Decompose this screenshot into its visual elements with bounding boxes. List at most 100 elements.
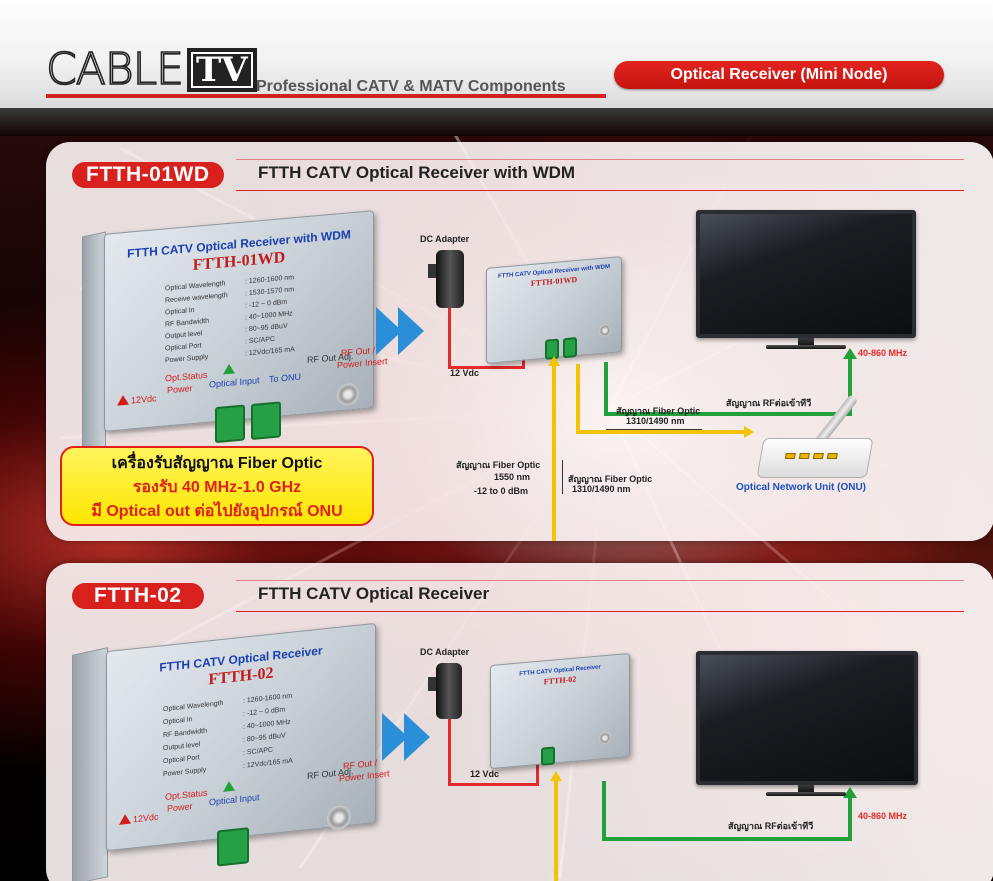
device-ftth-01wd-small: FTTH CATV Optical Receiver with WDM FTTH…: [486, 256, 622, 364]
f-connector-icon: [599, 324, 611, 338]
logo-underline: [46, 94, 606, 98]
vdc-label: 12 Vdc: [450, 368, 480, 378]
power-cable: [536, 763, 539, 786]
panel-rule-top: [236, 580, 964, 581]
rf-cable: [602, 781, 606, 839]
fiber-in-label: สัญญาณ Fiber Optic: [456, 460, 541, 470]
product-panel-ftth-02: FTTH-02 FTTH CATV Optical Receiver FTTH …: [46, 563, 993, 881]
dc-adapter-label: DC Adapter: [420, 647, 470, 657]
f-connector-icon: [337, 382, 359, 407]
rf-cable: [604, 362, 608, 414]
sc-port-input-icon: [215, 404, 245, 444]
rf-cable: [848, 797, 852, 841]
rf-cable: [848, 358, 852, 416]
onu-port-icon: [784, 453, 796, 459]
power-cable: [448, 308, 451, 368]
model-badge: FTTH-02: [72, 583, 204, 609]
logo-cable-text: CABLE: [45, 44, 185, 95]
dc-plug-icon: [428, 677, 436, 691]
fiber-bi-label: สัญญาณ Fiber Optic: [568, 474, 653, 484]
label-12vdc: 12Vdc: [133, 811, 159, 825]
panel-rule: [236, 190, 964, 191]
product-title: FTTH CATV Optical Receiver with WDM: [258, 163, 576, 182]
frequency-label: 40-860 MHz: [858, 811, 908, 821]
logo-tv-text: TV: [186, 48, 257, 92]
chevron-right-icon: [404, 713, 430, 761]
fiber-onu-cable: [576, 430, 746, 434]
dc-plug-icon: [428, 264, 436, 278]
bidirectional-arrow: [606, 429, 702, 430]
label-power: Power: [167, 383, 193, 396]
fiber-out-label: สัญญาณ Fiber Optic: [616, 406, 701, 416]
label-to-onu: To ONU: [269, 371, 302, 385]
cabletv-logo: CABLE TV: [45, 42, 257, 95]
onu-port-icon: [826, 453, 838, 459]
chevron-right-icon: [398, 307, 424, 355]
f-connector-icon: [599, 731, 611, 745]
frequency-label: 40-860 MHz: [858, 348, 908, 358]
arrow-up-icon: [843, 787, 857, 798]
onu-port-icon: [812, 453, 824, 459]
fiber-onu-cable: [576, 364, 580, 434]
optical-input-led-icon: [223, 780, 235, 792]
device-side-panel: [72, 647, 108, 881]
panel-rule: [236, 611, 964, 612]
feature-line-1: เครื่องรับสัญญาณ Fiber Optic: [111, 455, 323, 472]
sc-port-onu-icon: [251, 401, 281, 440]
device-side-panel: [82, 231, 106, 455]
label-rf-out: RF Out /: [341, 345, 376, 359]
onu-label: Optical Network Unit (ONU): [736, 482, 867, 493]
optical-input-led-icon: [223, 363, 235, 375]
tagline: Professional CATV & MATV Components: [256, 78, 566, 95]
tv-stand: [798, 338, 814, 346]
power-led-icon: [117, 394, 129, 406]
sc-port-input-icon: [217, 827, 249, 867]
fiber-input-cable: [552, 364, 556, 541]
dc-adapter-label: DC Adapter: [420, 234, 470, 244]
device-ftth-02: FTTH CATV Optical Receiver FTTH-02 Optic…: [106, 622, 390, 867]
label-12vdc: 12Vdc: [131, 393, 157, 406]
tv-icon: [696, 210, 916, 338]
f-connector-icon: [327, 804, 351, 831]
label-opt-status: Opt.Status: [165, 787, 208, 802]
tv-base: [766, 345, 846, 349]
category-title: Optical Receiver (Mini Node): [614, 61, 944, 89]
vdc-label: 12 Vdc: [470, 769, 500, 779]
arrow-up-icon: [843, 348, 857, 359]
panel-rule-top: [236, 159, 964, 160]
power-cable: [448, 366, 524, 369]
rf-signal-label: สัญญาณ RFต่อเข้าทีวี: [726, 398, 812, 408]
sc-port-icon: [541, 746, 555, 766]
dc-adapter-icon: [436, 663, 462, 719]
feature-line-3: มี Optical out ต่อไปยังอุปกรณ์ ONU: [91, 503, 343, 520]
arrow-up-icon: [550, 771, 562, 781]
fiber-bi-nm: 1310/1490 nm: [572, 484, 631, 494]
chevron-right-icon: [376, 307, 402, 355]
onu-port-icon: [798, 453, 810, 459]
device-ftth-02-small: FTTH CATV Optical Receiver FTTH-02: [490, 652, 630, 770]
power-led-icon: [119, 813, 131, 825]
arrow-right-icon: [744, 426, 754, 438]
page-header: CABLE TV Professional CATV & MATV Compon…: [0, 0, 993, 108]
product-title: FTTH CATV Optical Receiver: [258, 584, 490, 603]
fiber-input-cable: [554, 779, 558, 881]
power-cable: [448, 719, 451, 785]
rf-cable: [604, 412, 852, 416]
rf-cable: [602, 837, 852, 841]
rf-signal-label: สัญญาณ RFต่อเข้าทีวี: [728, 821, 814, 831]
fiber-in-nm: 1550 nm: [494, 472, 531, 482]
onu-router-icon: [756, 438, 874, 478]
label-opt-status: Opt.Status: [165, 369, 208, 384]
arrow-up-icon: [548, 356, 560, 366]
label-optical-input: Optical Input: [209, 792, 260, 808]
fiber-out-nm: 1310/1490 nm: [626, 416, 685, 426]
fiber-in-dbm: -12 to 0 dBm: [474, 486, 529, 496]
label-optical-input: Optical Input: [209, 375, 260, 390]
dc-adapter-icon: [436, 250, 464, 308]
feature-box: เครื่องรับสัญญาณ Fiber Optic รองรับ 40 M…: [60, 446, 374, 526]
tv-icon: [696, 651, 918, 785]
model-badge: FTTH-01WD: [72, 162, 224, 188]
tv-stand: [798, 785, 814, 793]
sc-port-icon: [563, 336, 577, 359]
tv-base: [766, 792, 846, 796]
